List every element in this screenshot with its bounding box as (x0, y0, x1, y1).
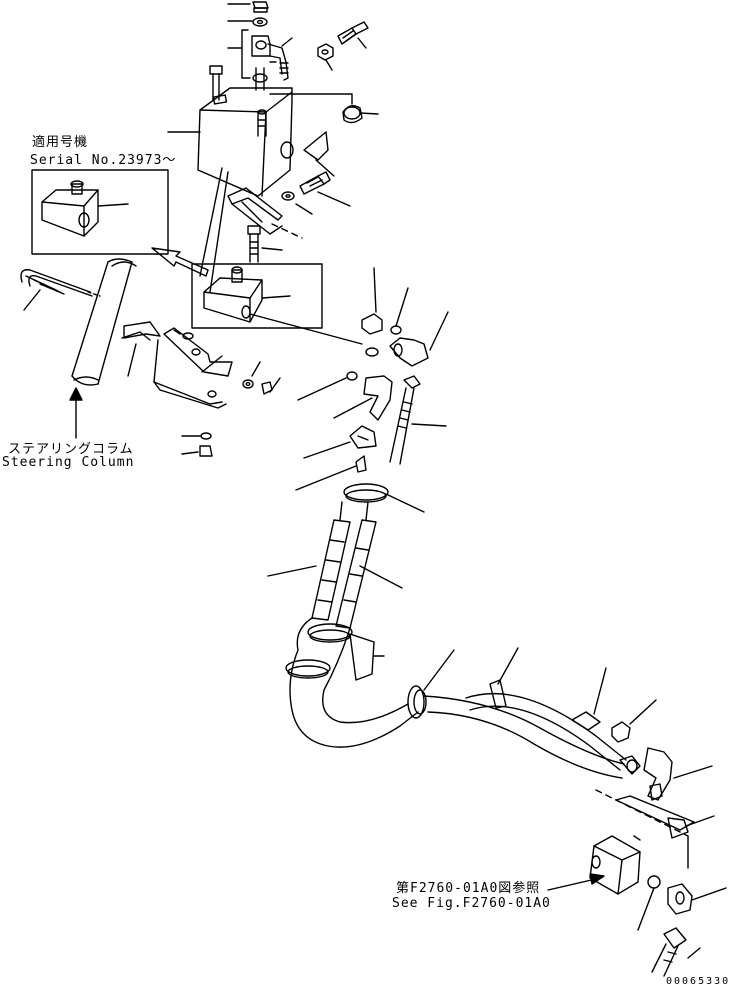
lower-bracket (153, 327, 281, 457)
column-label-jp: ステアリングコラム (8, 442, 134, 457)
sensor-cap (287, 93, 379, 124)
valve-block-secondary (191, 263, 363, 373)
pointer-arrow (151, 247, 209, 277)
serial-label-jp: 適用号機 (32, 135, 89, 150)
reference-label-jp: 第F2760-01A0図参照 (396, 881, 541, 896)
serial-inset (31, 169, 169, 255)
column-label-en: Steering Column (2, 455, 135, 470)
serial-label-en: Serial No.23973～ (30, 153, 177, 168)
leader-b (209, 171, 229, 293)
hose-fittings (295, 267, 449, 491)
mounting-bracket (227, 171, 351, 263)
leader-a (199, 167, 223, 277)
bolt-top-right (317, 21, 369, 71)
lower-valve (547, 789, 727, 977)
curved-hoses (285, 617, 713, 801)
plate-tab (303, 131, 335, 177)
reference-label-en: See Fig.F2760-01A0 (392, 896, 551, 911)
drawing-number: 00065330 (666, 976, 731, 987)
valve-block-main (167, 65, 294, 197)
top-fittings (227, 1, 293, 95)
steering-column (20, 258, 161, 439)
hose-pair (267, 483, 425, 629)
